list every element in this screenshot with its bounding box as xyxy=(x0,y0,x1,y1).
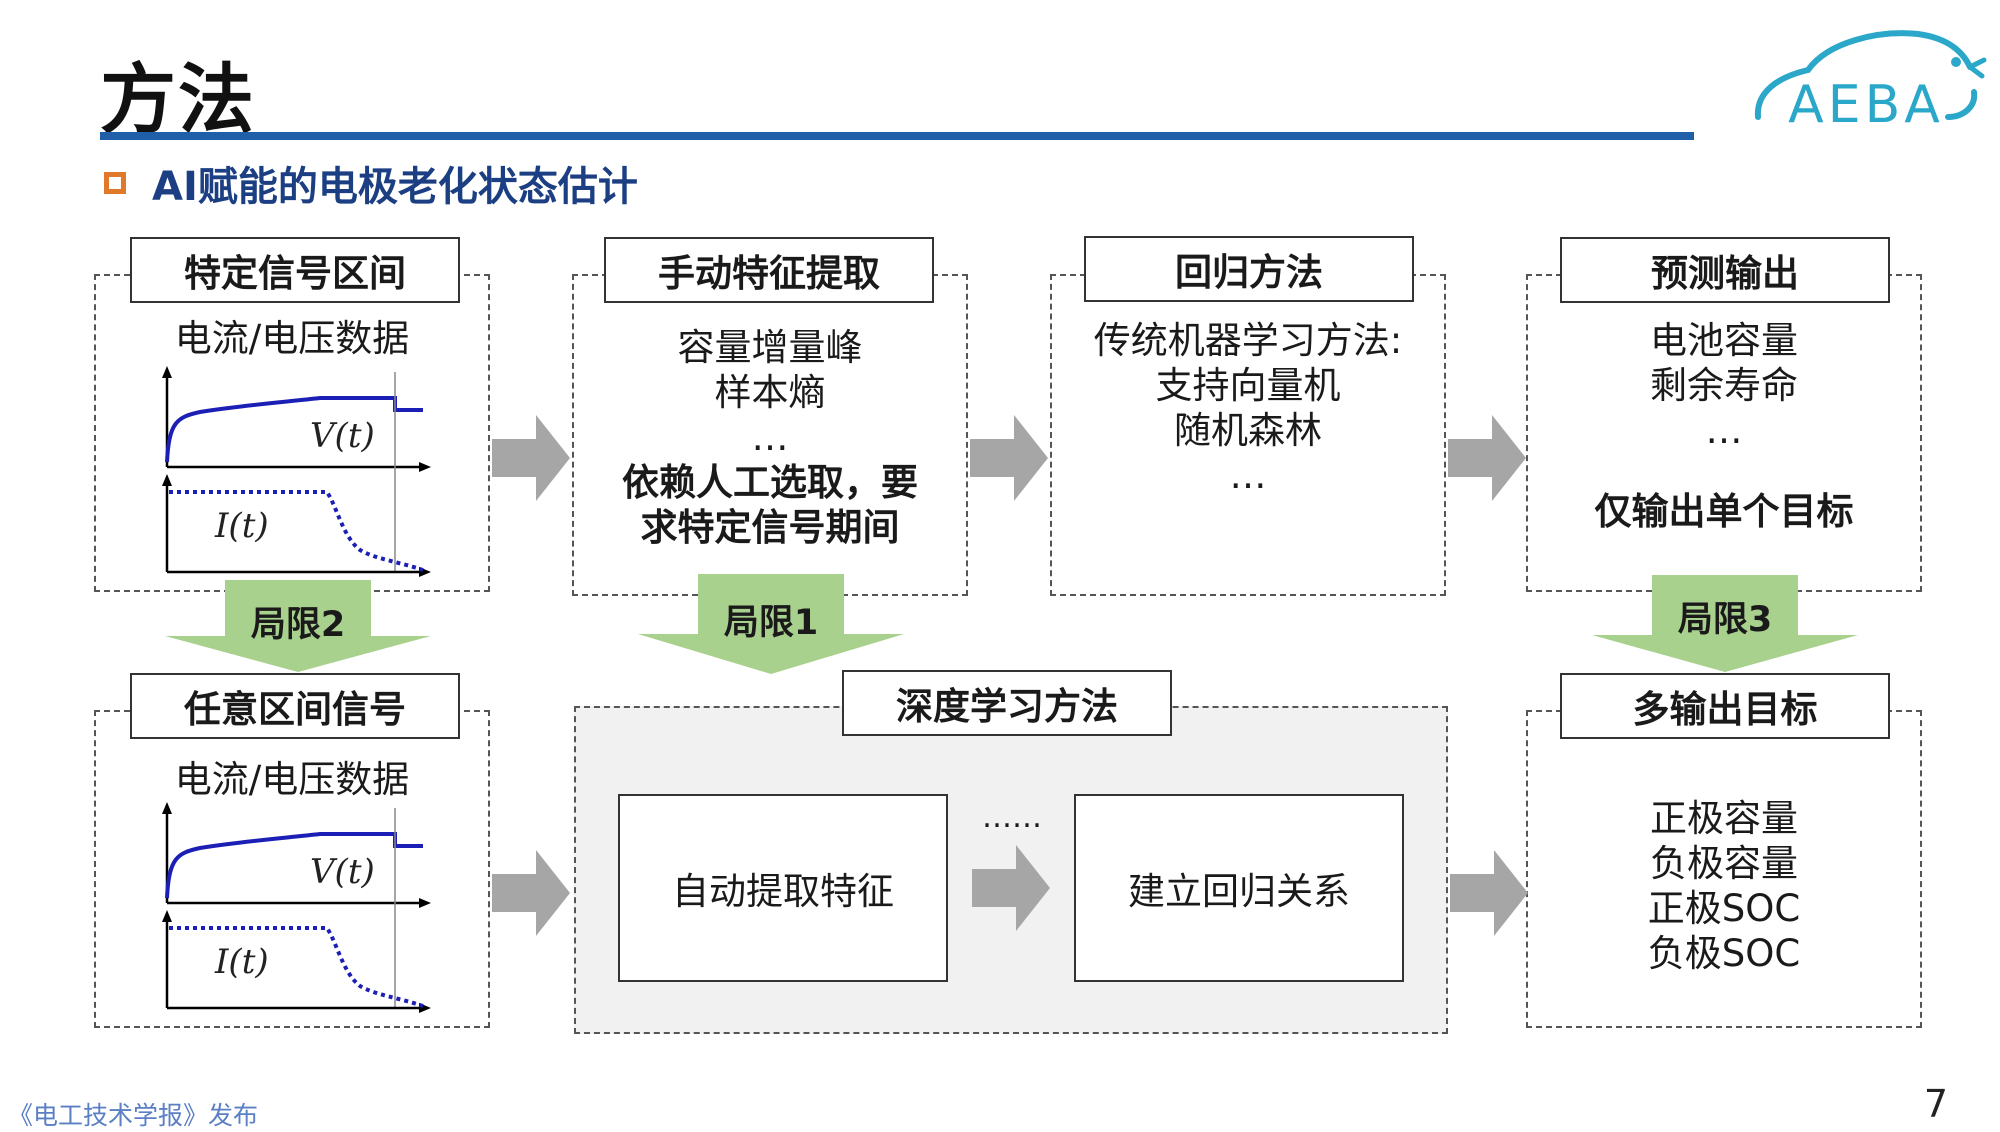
arrow-down-icon xyxy=(638,574,904,674)
arbitrary-signal-box xyxy=(94,710,490,1028)
feature-line: 样本熵 xyxy=(714,371,826,414)
arrow-down-icon xyxy=(165,580,431,672)
subtitle: AI赋能的电极老化状态估计 xyxy=(152,164,638,210)
voltage-label: V(t) xyxy=(310,852,375,892)
limit-3-label: 局限3 xyxy=(1677,600,1773,640)
deep-learning-header: 深度学习方法 xyxy=(842,670,1172,736)
prediction-line: … xyxy=(1705,409,1743,452)
multi-output-text: 正极容量 负极容量 正极SOC 负极SOC xyxy=(1526,796,1922,976)
manual-feature-header: 手动特征提取 xyxy=(604,237,934,303)
voltage-current-plot-bottom: V(t) I(t) xyxy=(162,802,431,1013)
feature-line: … xyxy=(751,416,789,459)
feature-limit-line: 依赖人工选取，要 xyxy=(622,461,918,504)
arrow-right-icon xyxy=(970,415,1048,501)
regression-relation-box: 建立回归关系 xyxy=(1074,794,1404,982)
arrow-right-icon xyxy=(1450,850,1528,936)
square-bullet-icon xyxy=(104,172,126,194)
voltage-label: V(t) xyxy=(310,416,375,456)
regression-line: 支持向量机 xyxy=(1155,364,1341,407)
regression-line: 传统机器学习方法: xyxy=(1093,319,1403,362)
regression-header: 回归方法 xyxy=(1084,236,1414,302)
feature-line: 容量增量峰 xyxy=(677,326,863,369)
title-underline xyxy=(100,132,1694,140)
voltage-current-plot-top: V(t) I(t) xyxy=(162,366,431,577)
footer-source: 《电工技术学报》发布 xyxy=(8,1101,259,1130)
arbitrary-signal-label: 电流/电压数据 xyxy=(174,758,410,801)
arrow-right-icon xyxy=(492,850,570,936)
prediction-text: 电池容量 剩余寿命 … 仅输出单个目标 xyxy=(1526,318,1922,534)
prediction-header: 预测输出 xyxy=(1560,237,1890,303)
arrow-right-icon xyxy=(972,845,1050,931)
regression-line: 随机森林 xyxy=(1174,409,1322,452)
feature-limit-line: 求特定信号期间 xyxy=(640,506,900,549)
arbitrary-signal-header: 任意区间信号 xyxy=(130,673,460,739)
current-label: I(t) xyxy=(214,942,269,982)
arrow-down-icon xyxy=(1592,575,1858,672)
multi-output-header: 多输出目标 xyxy=(1560,673,1890,739)
manual-feature-text: 容量增量峰 样本熵 … 依赖人工选取，要 求特定信号期间 xyxy=(572,325,968,550)
car-logo-icon: AEBA xyxy=(1754,30,1987,135)
specific-signal-header: 特定信号区间 xyxy=(130,237,460,303)
limit-2-label: 局限2 xyxy=(250,605,346,645)
specific-signal-box xyxy=(94,274,490,592)
multi-output-box xyxy=(1526,710,1922,1028)
arrow-right-icon xyxy=(492,415,570,501)
logo-text: AEBA xyxy=(1788,75,1944,135)
auto-feature-box: 自动提取特征 xyxy=(618,794,948,982)
ellipsis-text: …… xyxy=(982,800,1042,835)
prediction-limit-line: 仅输出单个目标 xyxy=(1594,490,1854,533)
subtitle-row: AI赋能的电极老化状态估计 xyxy=(104,158,638,210)
output-line: 正极容量 xyxy=(1650,797,1798,840)
current-label: I(t) xyxy=(214,506,269,546)
limit-1-label: 局限1 xyxy=(723,603,819,643)
output-line: 负极容量 xyxy=(1650,842,1798,885)
page-number: 7 xyxy=(1923,1082,1948,1126)
specific-signal-label: 电流/电压数据 xyxy=(174,317,410,360)
prediction-line: 电池容量 xyxy=(1650,319,1798,362)
regression-line: … xyxy=(1229,454,1267,497)
page-title: 方法 xyxy=(100,55,256,144)
output-line: 负极SOC xyxy=(1647,932,1801,975)
prediction-line: 剩余寿命 xyxy=(1650,364,1798,407)
arrow-right-icon xyxy=(1448,415,1526,501)
output-line: 正极SOC xyxy=(1647,887,1801,930)
regression-text: 传统机器学习方法: 支持向量机 随机森林 … xyxy=(1050,318,1446,498)
